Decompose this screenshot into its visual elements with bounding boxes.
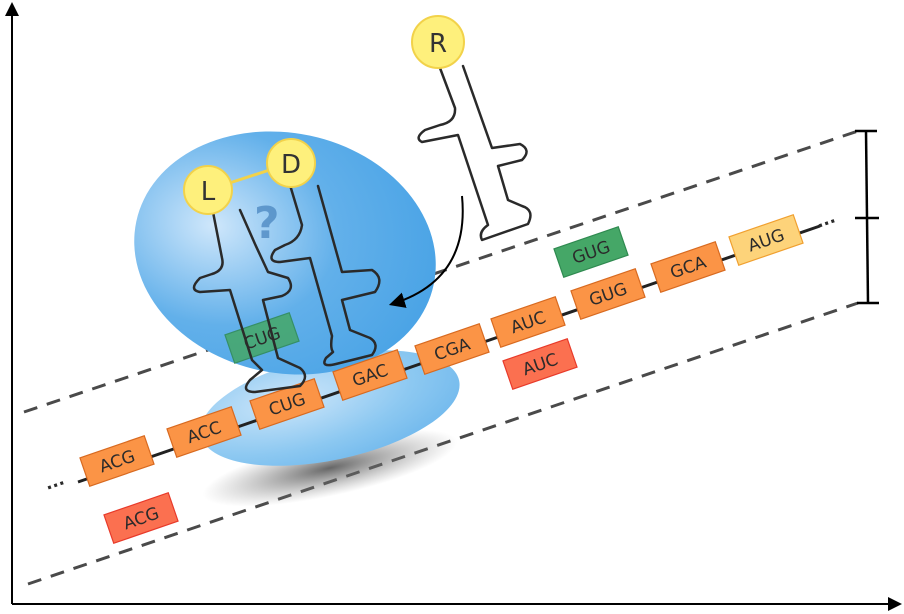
incoming-arrow-icon	[388, 195, 464, 308]
mrna-codon-box	[332, 348, 408, 402]
trna-middle: D	[266, 138, 381, 367]
mrna-codon: GUG	[570, 267, 646, 321]
mrna-codon: CUG	[249, 377, 325, 431]
x-axis-arrow-icon	[888, 597, 902, 611]
alternative-codon-red: AUC	[502, 337, 578, 391]
trna-right-head	[411, 15, 465, 69]
mrna-codon: AUG	[728, 213, 804, 267]
trna-right-label: R	[429, 29, 447, 59]
mrna-codon-box	[414, 322, 490, 376]
mrna-codon: GAC	[332, 348, 408, 402]
trna-left: L	[183, 161, 307, 394]
upper-dashed-line	[23, 129, 859, 414]
alternative-codon-red: ACG	[103, 491, 179, 545]
trna-middle-label: D	[281, 150, 301, 180]
mrna-codon-box	[166, 405, 242, 459]
mrna-codon-box	[570, 267, 646, 321]
trna-left-body	[192, 208, 307, 394]
alternative-codons: ACG AUC GUG CUG	[103, 225, 629, 545]
range-bracket	[855, 129, 879, 305]
mrna-codon: ACC	[166, 405, 242, 459]
trna-left-head	[183, 165, 233, 215]
alternative-codon-box	[553, 225, 629, 279]
mrna-codon: AUC	[490, 295, 566, 349]
mrna-codon-box	[490, 295, 566, 349]
mrna-right-ellipsis: ...	[813, 208, 838, 233]
trna-middle-head	[266, 138, 316, 188]
mrna-codon-box	[79, 434, 155, 488]
mrna-codon: GCA	[650, 240, 726, 294]
mrna-left-ellipsis: ...	[42, 470, 67, 495]
ribosome-shadow	[202, 429, 458, 507]
trna-right: R	[411, 15, 532, 242]
mrna-codon-box	[728, 213, 804, 267]
alternative-codon-box	[502, 337, 578, 391]
question-mark: ?	[254, 198, 280, 249]
y-axis-arrow-icon	[5, 2, 19, 16]
mrna-codon: CGA	[414, 322, 490, 376]
trna-middle-body	[270, 183, 381, 367]
mrna-codon-box	[249, 377, 325, 431]
axes	[5, 2, 902, 611]
alternative-codon-box	[103, 491, 179, 545]
trna-right-body	[417, 64, 532, 242]
alternative-codon-green: GUG	[553, 225, 629, 279]
alternative-codon-box	[224, 311, 300, 365]
trna-left-label: L	[201, 177, 216, 207]
mrna-codon: ACG	[79, 434, 155, 488]
mrna-codon-box	[650, 240, 726, 294]
